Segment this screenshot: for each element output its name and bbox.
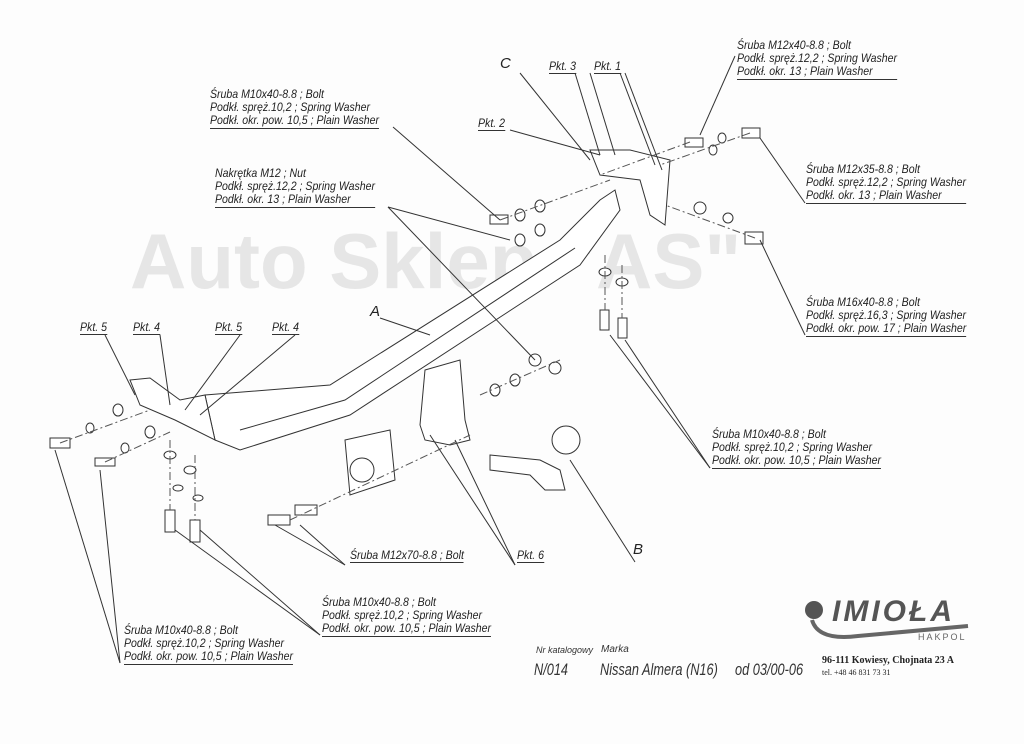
ball-neck <box>489 454 566 491</box>
callout-line: Nakrętka M12 ; Nut <box>215 166 306 180</box>
callout-line: Podkł. spręż.16,3 ; Spring Washer <box>806 308 967 322</box>
make-label: Marka <box>601 644 629 655</box>
point-label-pkt4: Pkt. 4 <box>133 320 161 335</box>
callout-top-right: Śruba M12x40-8.8 ; Bolt Podkł. spręż.12,… <box>737 38 898 80</box>
callout-nut: Nakrętka M12 ; Nut Podkł. spręż.12,2 ; S… <box>215 166 376 208</box>
callout-line: Śruba M10x40-8.8 ; Bolt <box>712 427 826 441</box>
callout-line: Podkł. spręż.12,2 ; Spring Washer <box>215 179 376 193</box>
watermark: Auto Sklep "AS" <box>130 217 742 305</box>
part-label-a: A <box>370 303 381 320</box>
callout-line: Podkł. okr. 13 ; Plain Washer <box>215 192 351 206</box>
callout-right-m16x40: Śruba M16x40-8.8 ; Bolt Podkł. spręż.16,… <box>806 295 967 337</box>
callout-line: Podkł. spręż.10,2 ; Spring Washer <box>322 608 483 622</box>
point-label-pkt6: Pkt. 6 <box>517 548 545 563</box>
callout-line: Śruba M10x40-8.8 ; Bolt <box>124 623 238 637</box>
point-label-pkt4: Pkt. 4 <box>272 320 300 335</box>
callout-line: Śruba M16x40-8.8 ; Bolt <box>806 295 920 309</box>
make-value: Nissan Almera (N16) <box>600 660 718 679</box>
point-label-pkt5: Pkt. 5 <box>215 320 243 335</box>
callout-line: Podkł. spręż.10,2 ; Spring Washer <box>712 440 873 454</box>
callout-line: Podkł. spręż.12,2 ; Spring Washer <box>737 51 898 65</box>
callout-line: Podkł. spręż.12,2 ; Spring Washer <box>806 175 967 189</box>
brand-name: IMIOŁA <box>832 595 955 628</box>
production-date: od 03/00-06 <box>735 660 804 679</box>
catalog-value: N/014 <box>534 660 569 679</box>
callout-line: Podkł. spręż.10,2 ; Spring Washer <box>124 636 285 650</box>
point-label-pkt3: Pkt. 3 <box>549 59 577 74</box>
callout-bottom-mid: Śruba M10x40-8.8 ; Bolt Podkł. spręż.10,… <box>322 595 492 637</box>
brand-sub: HAKPOL <box>918 632 967 642</box>
callout-line: Podkł. okr. 13 ; Plain Washer <box>737 64 873 78</box>
callout-line: Podkł. okr. pow. 17 ; Plain Washer <box>806 321 967 335</box>
callout-line: Podkł. okr. pow. 10,5 ; Plain Washer <box>124 649 294 663</box>
catalog-label: Nr katalogowy <box>536 645 594 655</box>
tow-ball <box>551 425 581 455</box>
part-label-b: B <box>633 541 644 558</box>
washers <box>85 132 734 502</box>
callout-line: Śruba M12x40-8.8 ; Bolt <box>737 38 851 52</box>
point-label-pkt2: Pkt. 2 <box>478 116 506 131</box>
part-label-c: C <box>500 55 511 72</box>
callout-m12x70: Śruba M12x70-8.8 ; Bolt <box>350 548 464 563</box>
callout-top-left: Śruba M10x40-8.8 ; Bolt Podkł. spręż.10,… <box>210 87 380 129</box>
address: 96-111 Kowiesy, Chojnata 23 A <box>822 655 954 666</box>
callout-line: Śruba M10x40-8.8 ; Bolt <box>210 87 324 101</box>
callout-bottom-left: Śruba M10x40-8.8 ; Bolt Podkł. spręż.10,… <box>124 623 294 665</box>
callout-line: Śruba M12x35-8.8 ; Bolt <box>806 162 920 176</box>
callout-right-m12x35: Śruba M12x35-8.8 ; Bolt Podkł. spręż.12,… <box>806 162 967 204</box>
callout-line: Podkł. spręż.10,2 ; Spring Washer <box>210 100 371 114</box>
side-bracket-right <box>589 149 671 226</box>
callout-line: Podkł. okr. pow. 10,5 ; Plain Washer <box>712 453 882 467</box>
callout-line: Podkł. okr. pow. 10,5 ; Plain Washer <box>210 113 380 127</box>
callout-line: Podkł. okr. 13 ; Plain Washer <box>806 188 942 202</box>
drop-plate <box>419 359 471 446</box>
side-bracket-left <box>129 377 216 441</box>
phone: tel. +48 46 831 73 31 <box>822 668 891 677</box>
point-label-pkt1: Pkt. 1 <box>594 59 622 74</box>
callout-line: Śruba M10x40-8.8 ; Bolt <box>322 595 436 609</box>
callout-right-m10x40: Śruba M10x40-8.8 ; Bolt Podkł. spręż.10,… <box>712 427 882 469</box>
leader-lines <box>54 55 806 664</box>
point-label-pkt5: Pkt. 5 <box>80 320 108 335</box>
callout-line: Podkł. okr. pow. 10,5 ; Plain Washer <box>322 621 492 635</box>
socket-plate <box>344 429 396 496</box>
crossbar <box>204 189 621 451</box>
